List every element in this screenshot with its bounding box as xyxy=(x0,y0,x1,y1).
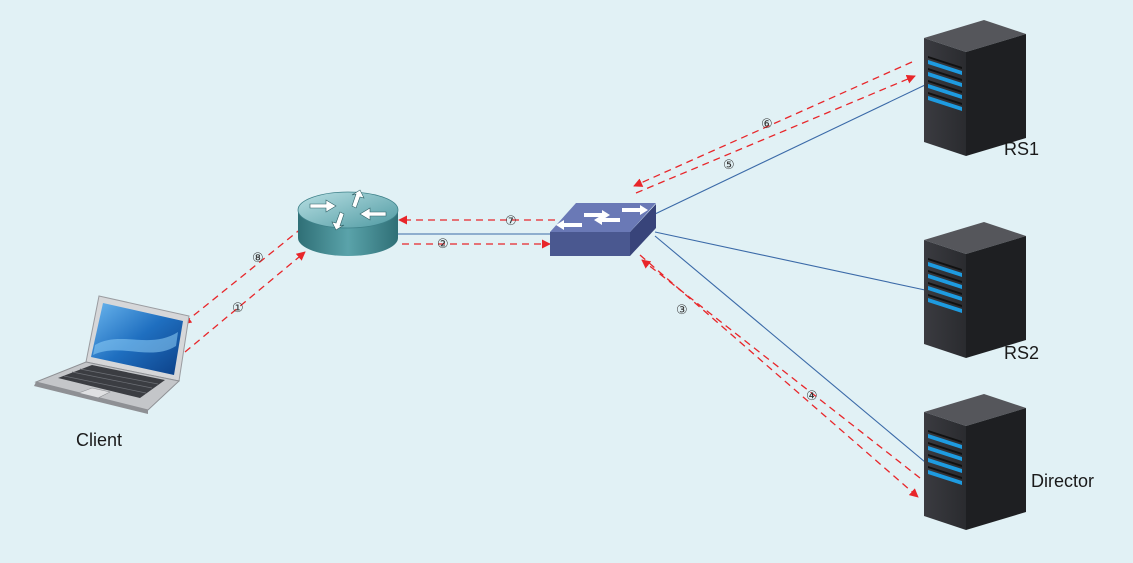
step-8-label: ⑧ xyxy=(252,251,264,266)
step-6-label: ⑥ xyxy=(761,117,773,132)
flow-1-client-router xyxy=(184,251,306,353)
flow-5-switch-rs1 xyxy=(635,74,916,194)
rs2-label: RS2 xyxy=(1004,343,1040,363)
router-icon[interactable] xyxy=(297,189,399,256)
rs2-server-icon[interactable] xyxy=(924,222,1026,358)
flow-6-rs1-switch xyxy=(633,61,913,187)
step-1-label: ① xyxy=(232,301,244,316)
links xyxy=(398,84,926,463)
flow-4-director-switch xyxy=(641,259,921,479)
link-switch-rs2 xyxy=(654,231,926,291)
step-5-label: ⑤ xyxy=(723,158,735,173)
step-7-label: ⑦ xyxy=(505,214,517,229)
step-4-label: ④ xyxy=(806,389,818,404)
step-2-label: ② xyxy=(437,237,449,252)
client-label: Client xyxy=(76,430,123,450)
step-3-label: ③ xyxy=(676,303,688,318)
laptop-icon[interactable] xyxy=(34,295,190,414)
step-labels: ① ② ③ ④ ⑤ ⑥ ⑦ ⑧ xyxy=(232,117,818,404)
rs1-server-icon[interactable] xyxy=(924,20,1026,156)
flow-8-router-client xyxy=(182,227,303,325)
switch-icon[interactable] xyxy=(550,203,656,256)
flow-3-switch-director xyxy=(639,254,919,498)
rs1-label: RS1 xyxy=(1004,139,1040,159)
director-server-icon[interactable] xyxy=(924,394,1026,530)
director-label: Director xyxy=(1031,471,1095,491)
link-switch-rs1 xyxy=(654,84,926,215)
link-switch-director xyxy=(654,235,926,463)
packet-flow xyxy=(182,61,921,498)
